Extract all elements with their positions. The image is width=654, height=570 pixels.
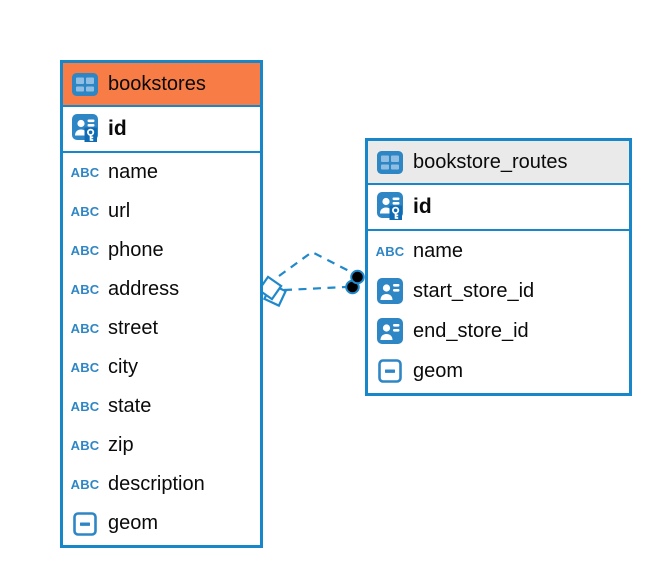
column-name: geom <box>108 512 159 534</box>
source-square-back <box>262 282 288 308</box>
column-row-phone[interactable]: ABC phone <box>63 231 260 270</box>
table-header-bookstore-routes[interactable]: bookstore_routes <box>368 141 629 185</box>
table-icon <box>376 150 404 174</box>
column-row-geom[interactable]: geom <box>368 351 629 391</box>
text-type-icon: ABC <box>70 477 100 492</box>
column-name: state <box>108 395 152 417</box>
text-type-icon: ABC <box>70 165 100 180</box>
column-row-address[interactable]: ABC address <box>63 270 260 309</box>
column-row-description[interactable]: ABC description <box>63 465 260 504</box>
column-row-end_store_id[interactable]: end_store_id <box>368 311 629 351</box>
column-row-state[interactable]: ABC state <box>63 387 260 426</box>
primary-key-icon <box>376 192 404 222</box>
text-type-icon: ABC <box>70 321 100 336</box>
column-row-url[interactable]: ABC url <box>63 192 260 231</box>
column-name: id <box>413 195 432 218</box>
column-row-city[interactable]: ABC city <box>63 348 260 387</box>
column-name: phone <box>108 239 164 261</box>
text-type-icon: ABC <box>70 438 100 453</box>
column-name: description <box>108 473 205 495</box>
text-type-icon: ABC <box>70 282 100 297</box>
table-icon <box>71 72 99 96</box>
target-dot-back <box>345 279 360 295</box>
person-reference-icon <box>376 318 404 344</box>
column-name: city <box>108 356 138 378</box>
text-type-icon: ABC <box>70 399 100 414</box>
column-name: start_store_id <box>413 279 535 302</box>
text-type-icon: ABC <box>70 360 100 375</box>
column-name: street <box>108 317 159 339</box>
geometry-type-icon <box>376 359 404 383</box>
person-reference-icon <box>376 278 404 304</box>
column-name: url <box>108 200 131 222</box>
column-row-street[interactable]: ABC street <box>63 309 260 348</box>
column-row-zip[interactable]: ABC zip <box>63 426 260 465</box>
table-title: bookstores <box>108 72 206 95</box>
column-row-name[interactable]: ABC name <box>63 153 260 192</box>
column-name: end_store_id <box>413 319 529 342</box>
table-title: bookstore_routes <box>413 150 568 173</box>
text-type-icon: ABC <box>375 243 405 259</box>
table-header-bookstores[interactable]: bookstores <box>63 63 260 107</box>
column-row-start_store_id[interactable]: start_store_id <box>368 271 629 311</box>
fk-target-marker[interactable] <box>345 269 365 295</box>
text-type-icon: ABC <box>70 204 100 219</box>
column-name: zip <box>108 434 134 456</box>
geometry-type-icon <box>71 511 99 536</box>
column-name: geom <box>413 359 464 382</box>
text-type-icon: ABC <box>70 243 100 258</box>
column-row-id[interactable]: id <box>63 107 260 153</box>
column-row-id[interactable]: id <box>368 185 629 231</box>
target-dot-front <box>350 269 365 285</box>
relationship-line-lower[interactable] <box>283 285 347 292</box>
column-row-name[interactable]: ABC name <box>368 231 629 271</box>
primary-key-icon <box>71 114 99 144</box>
column-row-geom[interactable]: geom <box>63 504 260 543</box>
column-name: id <box>108 117 127 140</box>
relationship-line-upper[interactable] <box>278 250 352 277</box>
column-name: address <box>108 278 180 300</box>
column-name: name <box>108 161 159 183</box>
column-name: name <box>413 239 464 262</box>
